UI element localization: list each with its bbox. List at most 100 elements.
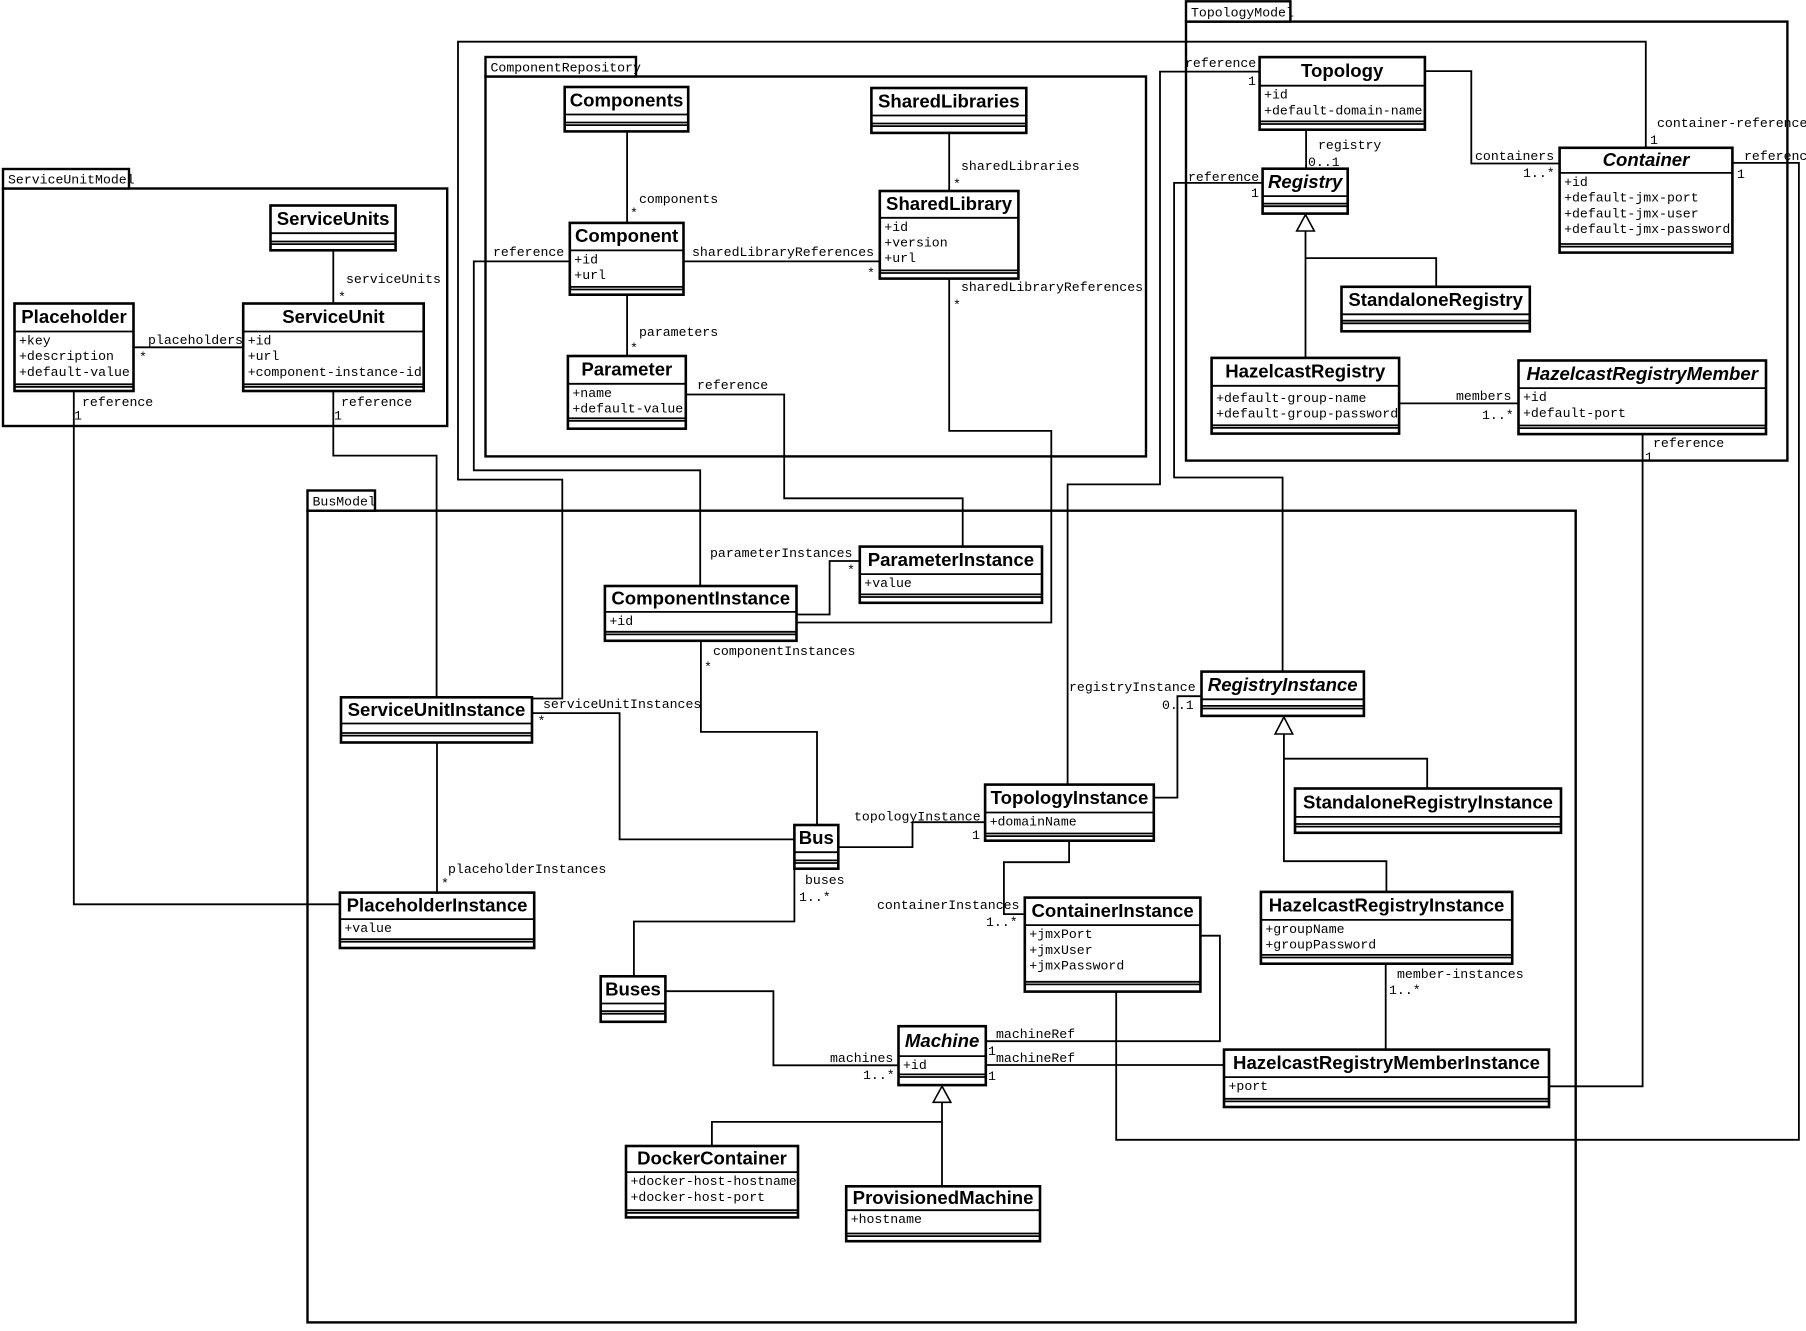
svg-text:containers: containers bbox=[1475, 149, 1554, 164]
svg-text:member-instances: member-instances bbox=[1397, 967, 1524, 982]
svg-text:HazelcastRegistryInstance: HazelcastRegistryInstance bbox=[1269, 895, 1505, 916]
svg-text:ComponentRepository: ComponentRepository bbox=[491, 61, 641, 76]
svg-text:1: 1 bbox=[1645, 450, 1653, 465]
svg-text:ComponentInstance: ComponentInstance bbox=[611, 588, 790, 609]
svg-text:+id: +id bbox=[1564, 175, 1588, 190]
svg-text:1: 1 bbox=[334, 409, 342, 424]
svg-text:ServiceUnit: ServiceUnit bbox=[282, 306, 384, 327]
svg-text:BusModel: BusModel bbox=[313, 495, 376, 510]
svg-text:1: 1 bbox=[1650, 133, 1658, 148]
svg-text:1..*: 1..* bbox=[1482, 408, 1514, 423]
svg-text:reference: reference bbox=[697, 378, 768, 393]
svg-text:reference: reference bbox=[1744, 149, 1806, 164]
svg-text:reference: reference bbox=[341, 395, 412, 410]
svg-text:+docker-host-hostname: +docker-host-hostname bbox=[631, 1174, 797, 1189]
svg-text:+name: +name bbox=[572, 386, 612, 401]
svg-text:ServiceUnits: ServiceUnits bbox=[277, 208, 390, 229]
svg-text:1..*: 1..* bbox=[1389, 983, 1421, 998]
svg-text:0..1: 0..1 bbox=[1308, 155, 1340, 170]
svg-text:PlaceholderInstance: PlaceholderInstance bbox=[347, 895, 528, 916]
svg-text:StandaloneRegistry: StandaloneRegistry bbox=[1348, 289, 1523, 310]
svg-text:+id: +id bbox=[609, 614, 633, 629]
svg-text:componentInstances: componentInstances bbox=[713, 644, 855, 659]
svg-text:Placeholder: Placeholder bbox=[21, 306, 126, 327]
svg-text:+port: +port bbox=[1229, 1079, 1269, 1094]
svg-text:ServiceUnitInstance: ServiceUnitInstance bbox=[348, 699, 526, 720]
svg-text:+default-jmx-password: +default-jmx-password bbox=[1564, 222, 1730, 237]
svg-text:1: 1 bbox=[1251, 186, 1259, 201]
svg-text:*: * bbox=[953, 177, 961, 192]
svg-text:*: * bbox=[441, 877, 449, 892]
svg-text:+default-domain-name: +default-domain-name bbox=[1264, 103, 1422, 118]
svg-text:+docker-host-port: +docker-host-port bbox=[631, 1190, 766, 1205]
svg-text:1: 1 bbox=[74, 409, 82, 424]
svg-text:+default-jmx-port: +default-jmx-port bbox=[1564, 191, 1699, 206]
svg-text:machineRef: machineRef bbox=[996, 1027, 1075, 1042]
svg-text:1: 1 bbox=[988, 1044, 996, 1059]
svg-text:1: 1 bbox=[972, 828, 980, 843]
svg-text:placeholders: placeholders bbox=[148, 333, 243, 348]
svg-text:1..*: 1..* bbox=[799, 890, 831, 905]
svg-text:*: * bbox=[847, 563, 855, 578]
svg-text:+groupPassword: +groupPassword bbox=[1265, 938, 1376, 953]
svg-text:registry: registry bbox=[1318, 138, 1381, 153]
svg-text:+id: +id bbox=[884, 220, 908, 235]
svg-text:*: * bbox=[139, 350, 147, 365]
svg-text:*: * bbox=[704, 660, 712, 675]
svg-text:+url: +url bbox=[884, 251, 916, 266]
svg-text:HazelcastRegistryMember: HazelcastRegistryMember bbox=[1526, 363, 1759, 384]
svg-text:Container: Container bbox=[1603, 149, 1692, 170]
svg-text:+groupName: +groupName bbox=[1265, 922, 1344, 937]
svg-text:+version: +version bbox=[884, 236, 947, 251]
svg-text:Parameter: Parameter bbox=[581, 359, 672, 380]
svg-text:+id: +id bbox=[248, 334, 272, 349]
svg-text:HazelcastRegistry: HazelcastRegistry bbox=[1225, 361, 1386, 382]
svg-text:containerInstances: containerInstances bbox=[877, 898, 1019, 913]
svg-text:*: * bbox=[338, 290, 346, 305]
svg-text:+component-instance-id: +component-instance-id bbox=[248, 365, 422, 380]
svg-text:TopologyInstance: TopologyInstance bbox=[991, 787, 1149, 808]
svg-text:HazelcastRegistryMemberInstanc: HazelcastRegistryMemberInstance bbox=[1233, 1052, 1540, 1073]
svg-text:+default-value: +default-value bbox=[19, 365, 130, 380]
svg-text:+default-group-name: +default-group-name bbox=[1216, 391, 1366, 406]
svg-text:Buses: Buses bbox=[605, 979, 661, 1000]
svg-text:1..*: 1..* bbox=[863, 1068, 895, 1083]
svg-text:Bus: Bus bbox=[799, 827, 834, 848]
svg-text:serviceUnitInstances: serviceUnitInstances bbox=[543, 697, 701, 712]
svg-text:+value: +value bbox=[864, 576, 912, 591]
svg-text:+hostname: +hostname bbox=[851, 1212, 922, 1227]
svg-text:+value: +value bbox=[344, 921, 392, 936]
svg-text:0..1: 0..1 bbox=[1162, 698, 1194, 713]
svg-text:components: components bbox=[639, 192, 718, 207]
svg-text:+description: +description bbox=[19, 349, 114, 364]
svg-text:+default-group-password: +default-group-password bbox=[1216, 407, 1398, 422]
svg-text:1: 1 bbox=[1248, 74, 1256, 89]
svg-text:sharedLibraryReferences: sharedLibraryReferences bbox=[961, 280, 1143, 295]
svg-text:placeholderInstances: placeholderInstances bbox=[448, 862, 606, 877]
svg-text:+id: +id bbox=[1523, 390, 1547, 405]
svg-text:registryInstance: registryInstance bbox=[1069, 680, 1196, 695]
svg-text:reference: reference bbox=[1188, 170, 1259, 185]
svg-text:1: 1 bbox=[1737, 167, 1745, 182]
svg-text:+jmxPassword: +jmxPassword bbox=[1029, 959, 1124, 974]
svg-text:+url: +url bbox=[574, 268, 606, 283]
svg-text:TopologyModel: TopologyModel bbox=[1191, 6, 1294, 21]
svg-text:machineRef: machineRef bbox=[996, 1051, 1075, 1066]
svg-text:Topology: Topology bbox=[1301, 60, 1384, 81]
svg-text:ContainerInstance: ContainerInstance bbox=[1031, 900, 1193, 921]
svg-text:Machine: Machine bbox=[905, 1030, 979, 1051]
svg-text:1..*: 1..* bbox=[1523, 166, 1555, 181]
svg-text:container-reference: container-reference bbox=[1657, 116, 1806, 131]
svg-text:RegistryInstance: RegistryInstance bbox=[1208, 674, 1358, 695]
svg-text:machines: machines bbox=[830, 1051, 893, 1066]
svg-text:reference: reference bbox=[493, 245, 564, 260]
svg-text:Components: Components bbox=[570, 89, 684, 110]
svg-text:serviceUnits: serviceUnits bbox=[346, 272, 441, 287]
svg-text:*: * bbox=[538, 714, 546, 729]
svg-text:+id: +id bbox=[903, 1058, 927, 1073]
svg-text:reference: reference bbox=[1653, 436, 1724, 451]
svg-text:+default-value: +default-value bbox=[572, 402, 683, 417]
svg-text:Component: Component bbox=[575, 225, 678, 246]
svg-text:+jmxUser: +jmxUser bbox=[1029, 943, 1092, 958]
svg-text:+default-jmx-user: +default-jmx-user bbox=[1564, 206, 1699, 221]
